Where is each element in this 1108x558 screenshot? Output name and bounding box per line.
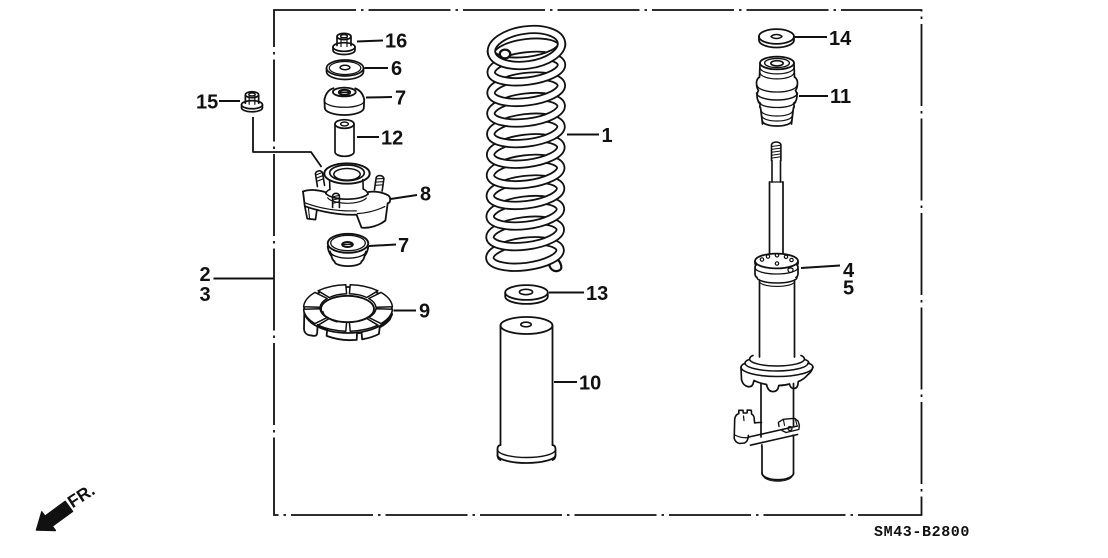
svg-text:1: 1 [602, 125, 613, 147]
svg-text:14: 14 [829, 28, 852, 50]
svg-text:4: 4 [843, 260, 855, 282]
svg-text:2: 2 [200, 264, 211, 286]
svg-text:12: 12 [381, 128, 403, 150]
svg-text:10: 10 [579, 373, 601, 395]
svg-text:16: 16 [385, 31, 407, 53]
svg-text:13: 13 [586, 283, 608, 305]
svg-text:15: 15 [196, 92, 218, 114]
svg-text:5: 5 [843, 278, 854, 300]
svg-text:9: 9 [419, 301, 430, 323]
svg-text:3: 3 [200, 284, 211, 306]
svg-text:8: 8 [420, 184, 431, 206]
svg-text:7: 7 [395, 88, 406, 110]
svg-text:SM43-B2800: SM43-B2800 [874, 524, 970, 541]
svg-text:6: 6 [391, 58, 402, 80]
svg-text:7: 7 [398, 235, 409, 257]
svg-text:11: 11 [830, 86, 851, 108]
